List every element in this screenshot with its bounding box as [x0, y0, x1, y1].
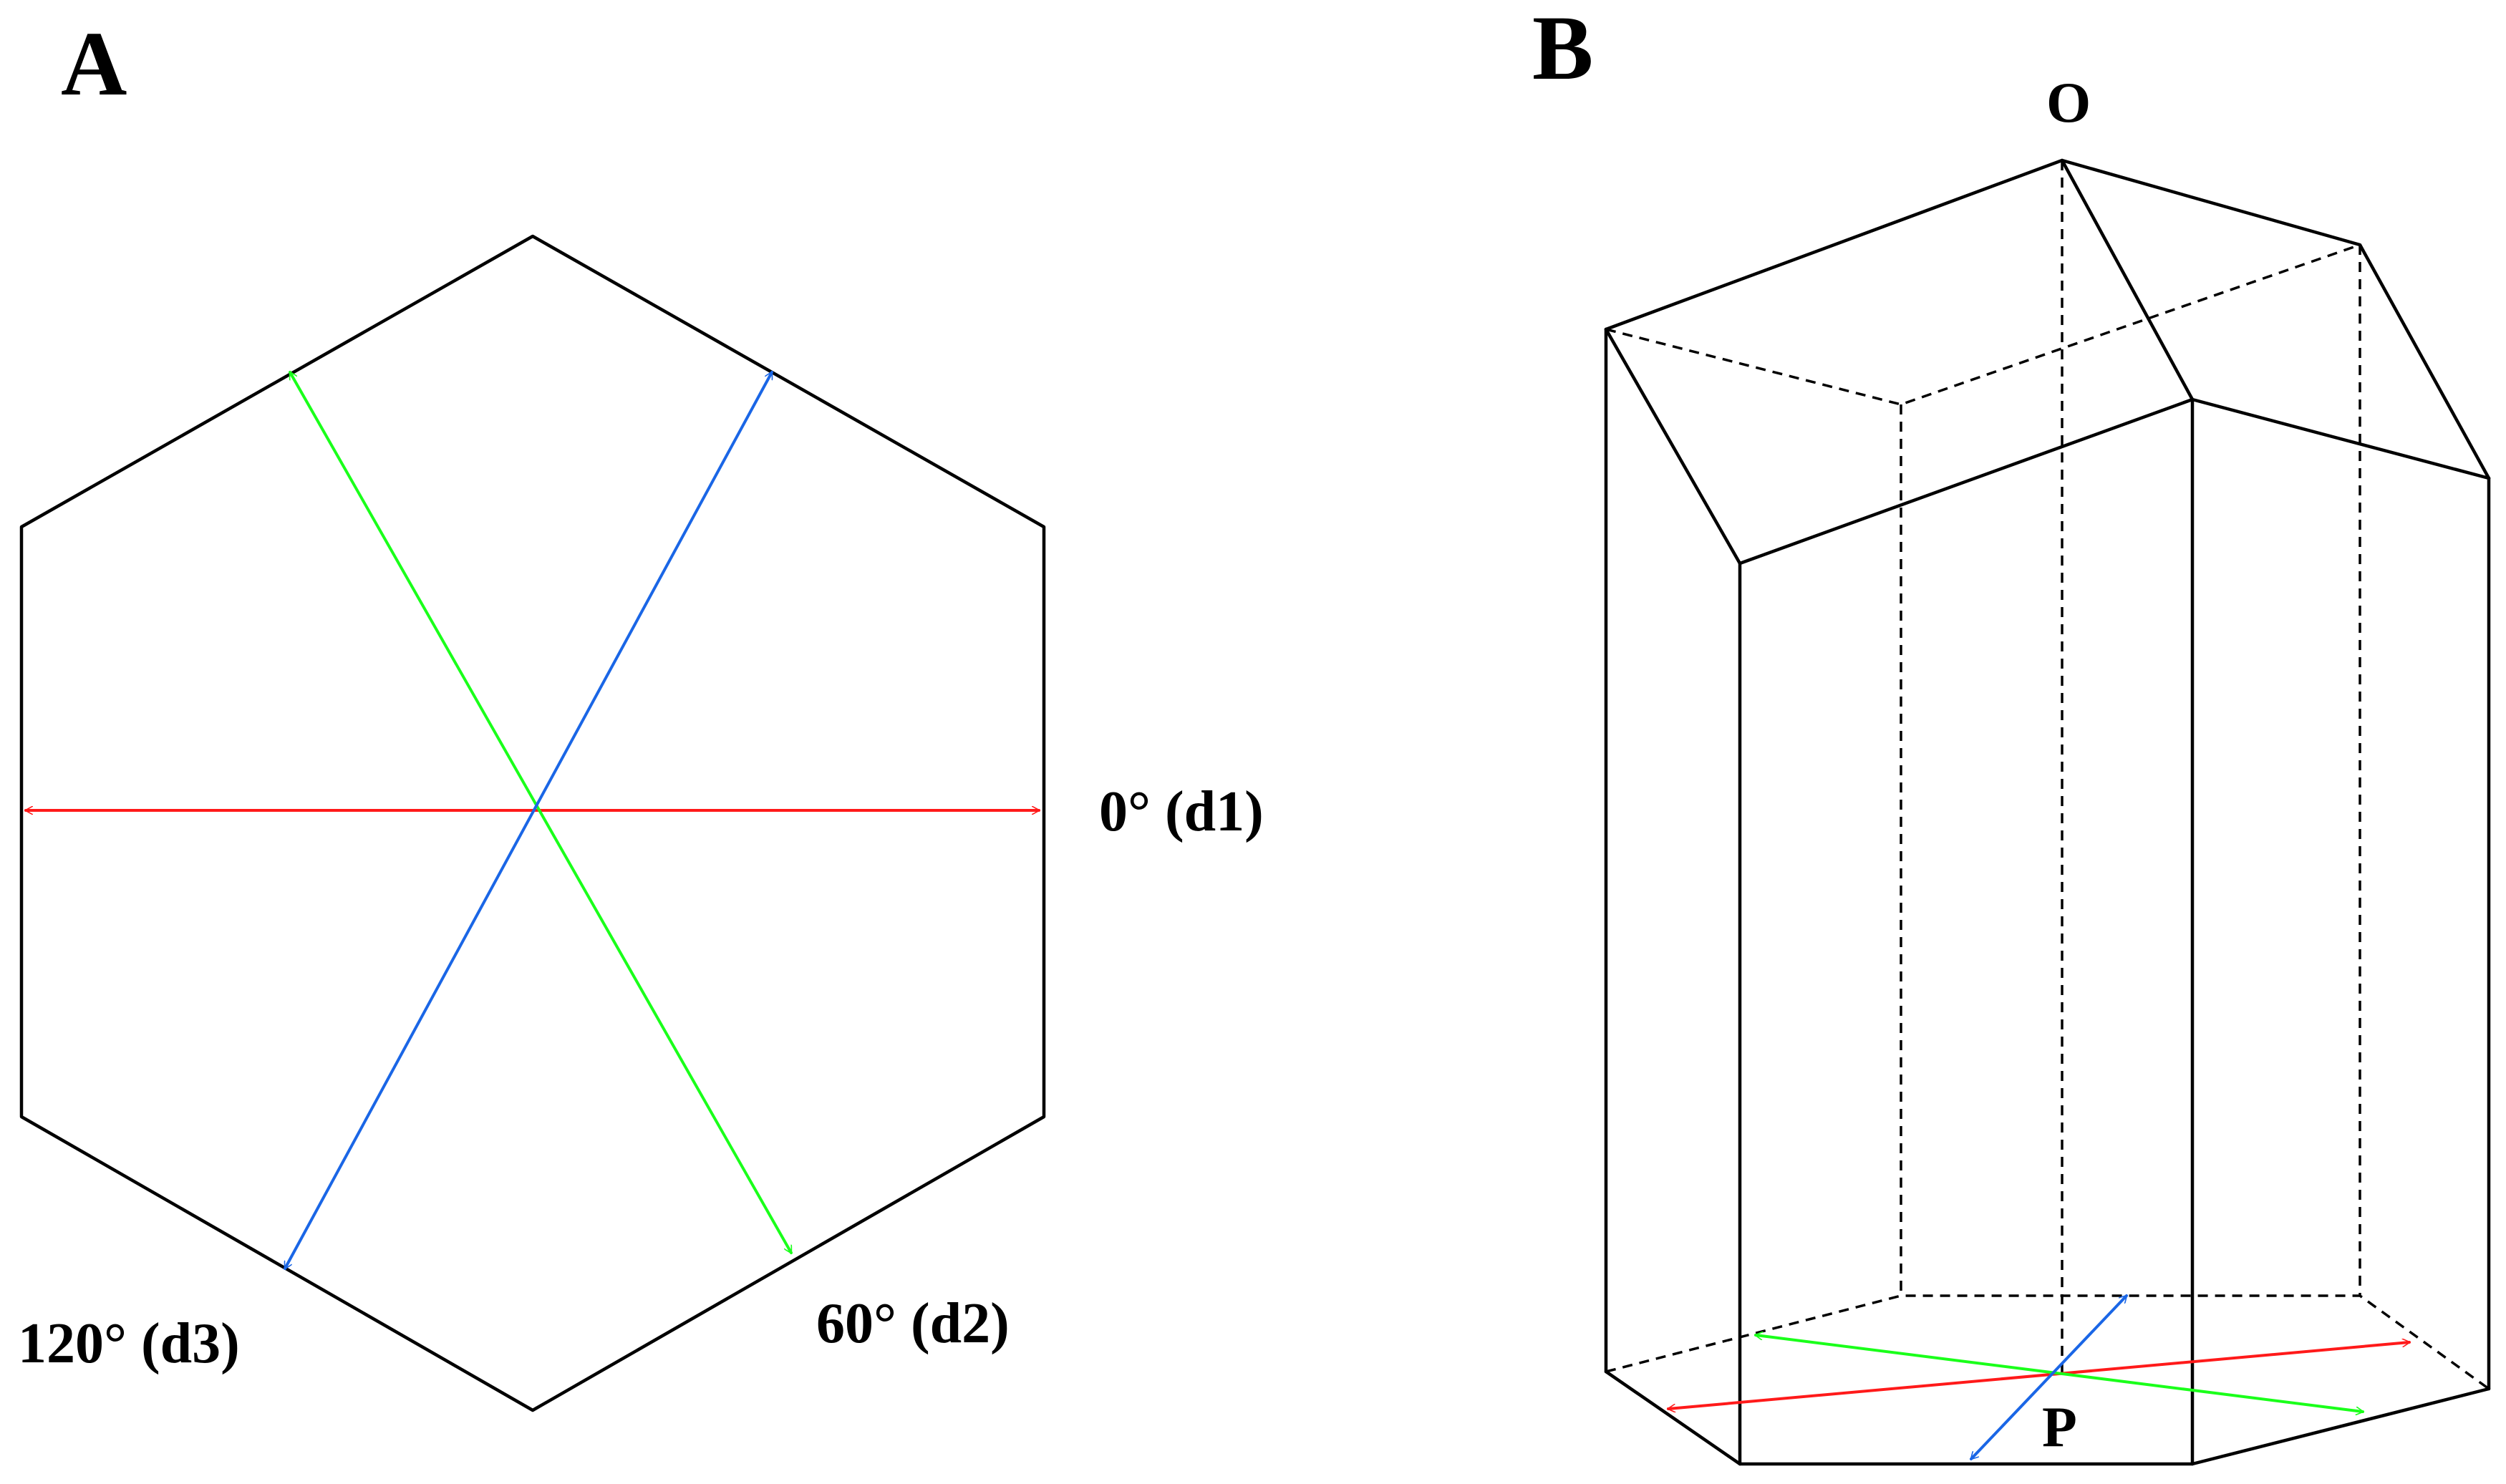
label-d2: 60° (d2) — [816, 1292, 1010, 1355]
panel-a-letter: A — [61, 13, 127, 115]
label-top-vertex: O — [2046, 72, 2091, 135]
arrow-b-d3 — [1970, 1294, 2128, 1460]
hexagon-outline — [19, 234, 1046, 1412]
prism-visible-edges — [1604, 158, 2491, 1466]
arrow-b-d1 — [1668, 1342, 2409, 1409]
panel-b: B O P — [1532, 0, 2491, 1466]
label-base-center: P — [2042, 1396, 2077, 1459]
panel-a: A 0° (d1) 60° (d2) 120° (d3) — [18, 13, 1264, 1412]
label-d1: 0° (d1) — [1099, 780, 1264, 843]
prism-hidden-edges — [1605, 160, 2490, 1390]
panel-b-letter: B — [1532, 0, 1593, 99]
label-d3: 120° (d3) — [18, 1312, 240, 1375]
arrow-d3 — [284, 372, 773, 1269]
